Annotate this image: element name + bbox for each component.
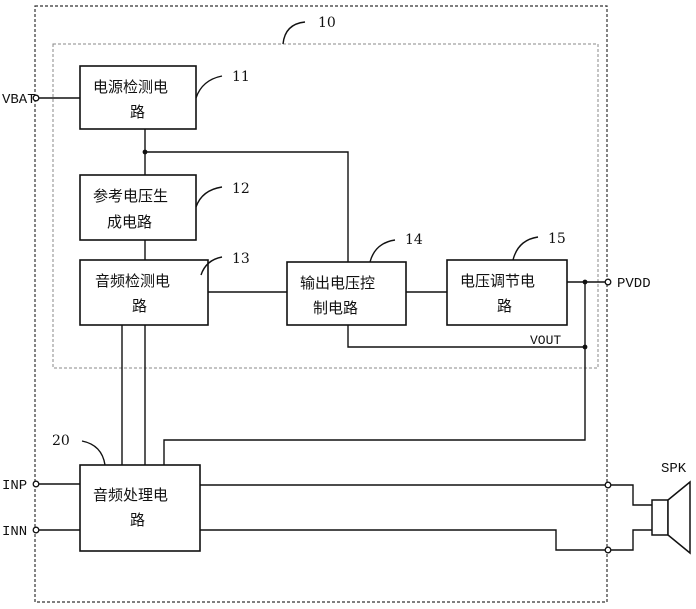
block-12-ref: 12	[232, 181, 250, 197]
block-15-line1: 电压调节电	[460, 272, 535, 290]
pvdd-label: PVDD	[617, 276, 651, 292]
block-14-ref: 14	[405, 232, 423, 248]
junction-dot	[582, 344, 588, 350]
block-20-line1: 音频处理电	[93, 486, 168, 504]
block-20-audio-processing[interactable]: 音频处理电 路	[79, 464, 201, 552]
block-14-output-voltage-control[interactable]: 输出电压控 制电路	[286, 261, 407, 326]
block-20-line2: 路	[130, 511, 145, 529]
block-11-leader	[195, 75, 223, 99]
block-13-leader	[200, 256, 223, 276]
module-ref-leader	[282, 21, 306, 45]
block-13-audio-detect[interactable]: 音频检测电 路	[79, 259, 209, 326]
block-11-line1: 电源检测电	[93, 78, 168, 96]
spk-label: SPK	[661, 461, 687, 477]
inp-terminal[interactable]	[32, 480, 40, 488]
inp-label: INP	[2, 478, 27, 494]
block-12-leader	[195, 186, 223, 208]
block-11-line2: 路	[130, 103, 145, 121]
block-12-reference-voltage[interactable]: 参考电压生 成电路	[79, 174, 197, 241]
block-15-ref: 15	[548, 231, 566, 247]
block-13-ref: 13	[232, 251, 250, 267]
block-13-line2: 路	[132, 297, 147, 315]
vout-label: VOUT	[530, 333, 561, 348]
block-15-line2: 路	[497, 297, 512, 315]
block-15-leader	[512, 236, 539, 261]
block-11-power-detect[interactable]: 电源检测电 路	[79, 65, 197, 130]
block-11-ref: 11	[232, 69, 250, 85]
chip-boundary	[34, 5, 608, 603]
spk-plus-terminal[interactable]	[604, 481, 612, 489]
inn-label: INN	[2, 524, 27, 540]
block-12-line2: 成电路	[107, 213, 152, 231]
block-12-line1: 参考电压生	[93, 187, 168, 205]
vbat-label: VBAT	[2, 92, 36, 108]
block-20-ref: 20	[52, 433, 70, 449]
block-14-line2: 制电路	[313, 299, 358, 317]
block-15-voltage-regulator[interactable]: 电压调节电 路	[446, 259, 568, 326]
block-20-leader	[81, 440, 106, 466]
spk-minus-terminal[interactable]	[604, 546, 612, 554]
junction-dot	[582, 279, 588, 285]
junction-dot	[142, 149, 148, 155]
speaker-icon	[651, 480, 691, 555]
block-13-line1: 音频检测电	[95, 272, 170, 290]
pvdd-terminal[interactable]	[604, 278, 612, 286]
inn-terminal[interactable]	[32, 526, 40, 534]
module-boundary	[52, 43, 599, 369]
vbat-terminal[interactable]	[32, 94, 40, 102]
block-14-leader	[369, 239, 396, 263]
module-ref-label: 10	[318, 15, 336, 31]
wires	[38, 97, 652, 551]
block-14-line1: 输出电压控	[300, 274, 375, 292]
